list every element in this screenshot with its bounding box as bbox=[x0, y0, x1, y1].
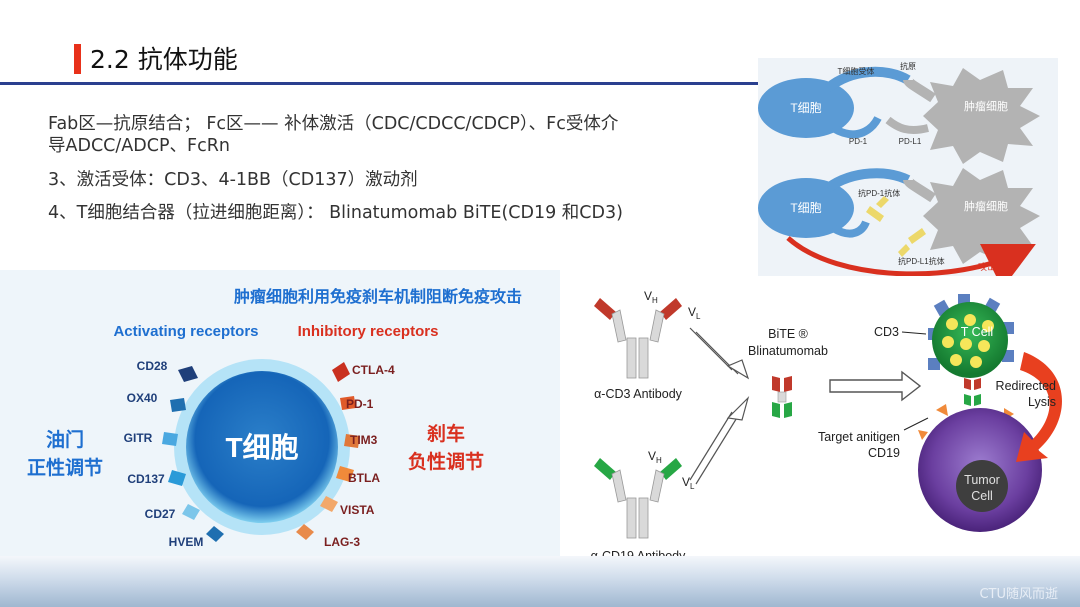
tcr-label: T细胞受体 bbox=[838, 66, 875, 76]
t-cell-center-label: T细胞 bbox=[225, 431, 298, 463]
attack-arrow bbox=[786, 236, 1036, 276]
receptor-ctla4: CTLA-4 bbox=[352, 363, 395, 377]
antigen-label: 抗原 bbox=[900, 61, 916, 71]
text-line-1: Fab区—抗原结合； Fc区—— 补体激活（CDC/CDCC/CDCP）、Fc受… bbox=[48, 114, 619, 134]
title-accent-bar bbox=[74, 44, 81, 74]
checkpoint-receptor-figure: 肿瘤细胞利用免疫刹车机制阻断免疫攻击 Activating receptors … bbox=[0, 270, 560, 556]
redirected-lysis-arrow bbox=[1016, 352, 1062, 462]
anti-pdl1-label: 抗PD-L1抗体 bbox=[898, 256, 945, 266]
tumor-label-2: 肿瘤细胞 bbox=[964, 199, 1008, 213]
pdl1-arm bbox=[885, 116, 929, 134]
cd19-vh-label: VH bbox=[648, 449, 662, 465]
t-cell-label: T Cell bbox=[961, 325, 993, 339]
checkpoint-heading: 肿瘤细胞利用免疫刹车机制阻断免疫攻击 bbox=[234, 287, 522, 306]
cd3-vl-label: VL bbox=[688, 305, 701, 321]
antigen-arm bbox=[903, 77, 936, 103]
text-line-4: 4、T细胞结合器（拉进细胞距离）： Blinatumomab BiTE(CD19… bbox=[48, 203, 623, 223]
receptor-cd27: CD27 bbox=[145, 507, 176, 521]
t-cell-icon bbox=[928, 294, 1014, 378]
receptor-cd28: CD28 bbox=[137, 359, 168, 373]
throttle-label: 油门 bbox=[46, 428, 84, 451]
tumor-label-2: Cell bbox=[971, 489, 993, 503]
tcr-arm bbox=[824, 66, 911, 93]
anti-pd1-antibody-icon bbox=[866, 196, 889, 222]
footer-band bbox=[0, 556, 1080, 607]
t-cell-label-2: T细胞 bbox=[790, 201, 821, 215]
antigen-arm-2 bbox=[903, 177, 936, 203]
pd1-blockade-figure: T细胞 肿瘤细胞 T细胞受体 抗原 PD-1 PD-L1 T细胞 肿瘤细胞 抗P… bbox=[758, 58, 1058, 276]
receptor-cd27-icon bbox=[182, 504, 200, 520]
bite-molecule-icon bbox=[772, 376, 792, 418]
receptor-tim3: TIM3 bbox=[350, 433, 378, 447]
receptor-ox40: OX40 bbox=[127, 391, 158, 405]
pd1-arm-2 bbox=[830, 220, 870, 238]
receptor-gitr: GITR bbox=[124, 431, 153, 445]
tumor-cell-shape bbox=[923, 68, 1040, 164]
receptor-btla-icon bbox=[336, 466, 354, 482]
t-cell-shape bbox=[758, 78, 854, 138]
redirected-label: Redirected bbox=[996, 379, 1056, 393]
bite-to-complex-arrow bbox=[829, 370, 922, 402]
blinatumomab-label: Blinatumomab bbox=[748, 344, 828, 358]
cd3-vh-label: VH bbox=[644, 289, 658, 305]
watermark: CTU随风而逝 bbox=[979, 587, 1058, 602]
inhibitory-title: Inhibitory receptors bbox=[298, 323, 439, 340]
anti-pd1-label: 抗PD-1抗体 bbox=[858, 188, 900, 198]
t-cell-label-1: T细胞 bbox=[790, 101, 821, 115]
t-cell-shape-2 bbox=[758, 178, 854, 238]
activating-title: Activating receptors bbox=[113, 323, 258, 340]
bite-label: BiTE ® bbox=[768, 327, 809, 341]
pdl1-label: PD-L1 bbox=[899, 137, 922, 146]
tcr-arm-2 bbox=[825, 168, 911, 193]
receptor-cd137: CD137 bbox=[127, 472, 165, 486]
text-line-3: 3、激活受体：CD3、4-1BB（CD137）激动剂 bbox=[48, 170, 418, 190]
receptor-lag3: LAG-3 bbox=[324, 535, 360, 549]
bound-bite-icon bbox=[964, 378, 981, 406]
receptor-ctla4-icon bbox=[332, 362, 350, 382]
target-pointer bbox=[903, 417, 929, 431]
arrow-cd19-to-bite bbox=[689, 411, 733, 481]
slide-title: 2.2 抗体功能 bbox=[90, 45, 238, 74]
title-divider bbox=[0, 82, 760, 85]
tumor-label-1: Tumor bbox=[964, 473, 1000, 487]
cd3-antibody-icon bbox=[594, 298, 682, 379]
receptor-btla: BTLA bbox=[348, 471, 380, 485]
receptor-gitr-icon bbox=[162, 432, 178, 446]
negative-regulation-label: 负性调节 bbox=[408, 450, 484, 473]
receptor-cd137-icon bbox=[168, 470, 186, 486]
pd1-arm bbox=[830, 115, 882, 139]
positive-regulation-label: 正性调节 bbox=[27, 456, 103, 479]
receptor-ox40-icon bbox=[170, 398, 186, 412]
bite-mechanism-figure: VH VL α-CD3 Antibody VH VL α-CD19 Antibo… bbox=[591, 289, 1062, 563]
receptor-pd1-icon bbox=[340, 396, 356, 410]
text-line-2: 导ADCC/ADCP、FcRn bbox=[48, 136, 230, 156]
cd3-label: CD3 bbox=[874, 325, 899, 339]
cd19-antibody-icon bbox=[594, 458, 682, 539]
arrow-cd3-to-bite bbox=[689, 327, 733, 371]
cd3-antibody-label: α-CD3 Antibody bbox=[594, 387, 683, 401]
receptor-hvem: HVEM bbox=[169, 535, 204, 549]
pd1-label: PD-1 bbox=[849, 137, 868, 146]
tumor-cell-icon bbox=[918, 404, 1042, 532]
cd19-label: CD19 bbox=[868, 446, 900, 460]
receptor-vista-icon bbox=[320, 496, 338, 512]
cd3-pointer bbox=[901, 331, 927, 335]
receptor-cd28-icon bbox=[178, 366, 198, 382]
cd19-vl-label: VL bbox=[682, 475, 695, 491]
receptor-vista: VISTA bbox=[340, 503, 375, 517]
tumor-cell-shape-2 bbox=[923, 168, 1040, 264]
receptor-hvem-icon bbox=[206, 526, 224, 542]
attack-label: 攻击 bbox=[978, 261, 996, 272]
target-antigen-label: Target anitigen bbox=[818, 430, 900, 444]
receptor-lag3-icon bbox=[296, 524, 314, 540]
brake-label: 刹车 bbox=[427, 422, 465, 445]
lysis-label: Lysis bbox=[1028, 395, 1056, 409]
tumor-label-1: 肿瘤细胞 bbox=[964, 99, 1008, 113]
anti-pdl1-antibody-icon bbox=[898, 228, 926, 257]
t-cell-core bbox=[186, 371, 338, 523]
receptor-tim3-icon bbox=[344, 434, 360, 448]
receptor-pd1: PD-1 bbox=[346, 397, 374, 411]
